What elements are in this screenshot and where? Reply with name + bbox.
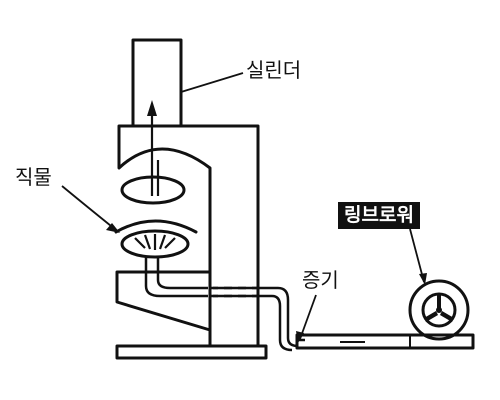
ground-pipe (340, 335, 411, 348)
ground-plate (295, 333, 475, 350)
press-frame (117, 124, 260, 348)
blower-hub (436, 307, 442, 313)
fabric-leader (61, 185, 117, 231)
fabric-label: 직물 (15, 165, 52, 189)
steam-pipe-hidden (210, 286, 258, 298)
cylinder-label: 실린더 (246, 58, 302, 82)
fabric-arc (114, 219, 198, 234)
steam-leader-arrow (296, 331, 304, 343)
press-bed (115, 270, 212, 332)
cylinder-leader (180, 72, 244, 93)
ring-blower-label: 링브로워 (338, 202, 420, 229)
base-plate (115, 344, 268, 360)
blower-leader (409, 228, 425, 283)
blower-vanes (424, 294, 454, 322)
steam-label: 증기 (302, 268, 339, 292)
blower-leader-arrow (419, 273, 427, 285)
piston-rod (150, 108, 160, 196)
fabric-leader-arrow (106, 223, 120, 233)
steam-leader (299, 294, 317, 340)
piston-arrowhead (147, 100, 157, 116)
ring-blower-outer (408, 279, 470, 341)
cylinder-shape (131, 38, 183, 128)
head-spokes (134, 234, 176, 250)
press-head-lower (120, 229, 190, 259)
